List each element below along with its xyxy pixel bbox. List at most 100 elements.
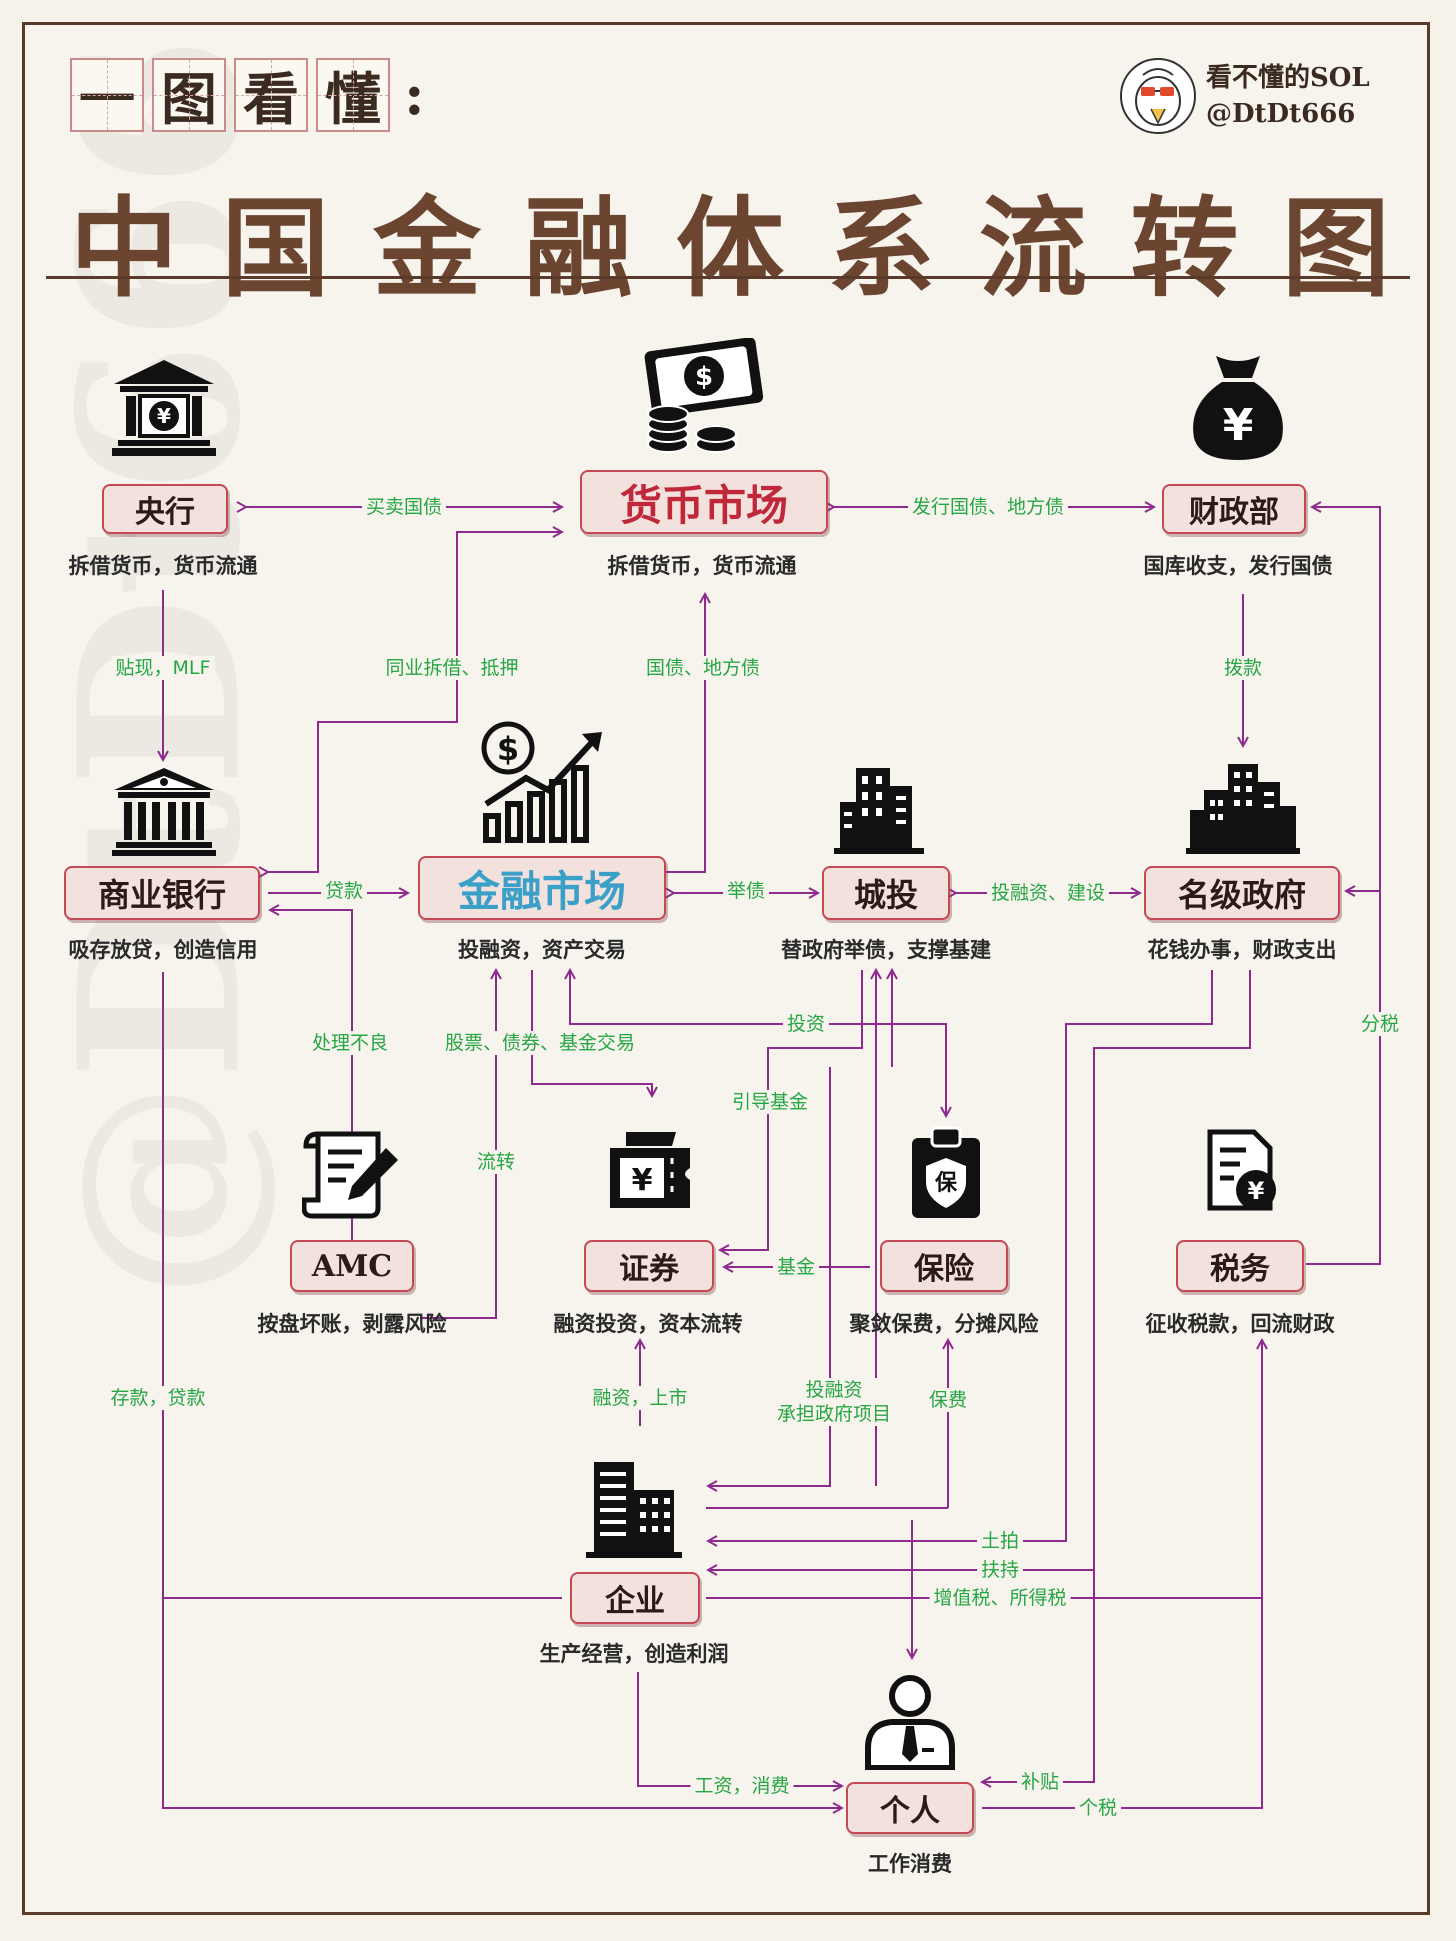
cash-icon: $ — [644, 338, 764, 453]
node-amc-desc: 按盘坏账，剥露风险 — [257, 1312, 447, 1336]
edge-label-gov-ent-land: 土拍 — [976, 1529, 1024, 1553]
bank-building-icon — [112, 768, 216, 856]
edge-label-gov-ind: 补贴 — [1016, 1770, 1064, 1794]
edge-label-bank-ent: 存款，贷款 — [106, 1386, 210, 1410]
svg-text:¥: ¥ — [157, 404, 171, 428]
edge-gov-ent-support — [708, 970, 1251, 1570]
ticket-icon: ¥ — [610, 1132, 690, 1208]
node-tax[interactable]: 税务 — [1176, 1240, 1304, 1292]
edge-ind-tax — [982, 1340, 1263, 1809]
svg-text:$: $ — [695, 362, 713, 392]
edge-label-fm-mm: 国债、地方债 — [641, 656, 765, 680]
title-char: 图 — [1281, 186, 1390, 312]
edge-bank-ind — [162, 1598, 842, 1808]
title-small-colon: : — [404, 62, 425, 128]
title-char: 转 — [1130, 186, 1239, 312]
node-tax-desc: 征收税款，回流财政 — [1145, 1312, 1335, 1336]
node-enterprise[interactable]: 企业 — [570, 1572, 700, 1624]
node-mof-desc: 国库收支，发行国债 — [1143, 554, 1333, 578]
edge-label-lgfv-ent: 投融资 承担政府项目 — [772, 1378, 896, 1426]
node-money-market[interactable]: 货币市场 — [580, 470, 828, 534]
edge-label-gov-ent-support: 扶持 — [976, 1558, 1024, 1582]
building-icon — [834, 768, 924, 854]
edge-label-ent-ind: 工资，消费 — [690, 1774, 794, 1798]
node-insurance[interactable]: 保险 — [880, 1240, 1008, 1292]
node-enterprise-desc: 生产经营，创造利润 — [539, 1642, 729, 1666]
edge-label-cb-mm: 买卖国债 — [361, 495, 447, 519]
edge-label-bank-mm: 同业拆借、抵押 — [381, 656, 523, 680]
edge-label-amc-bank: 处理不良 — [307, 1031, 393, 1055]
node-commercial-bank-desc: 吸存放贷，创造信用 — [68, 938, 258, 962]
author: 看不懂的SOL @DtDt666 — [1120, 58, 1370, 134]
node-financial-market[interactable]: 金融市场 — [418, 856, 666, 920]
edge-label-ind-ins: 保费 — [924, 1388, 972, 1412]
edge-label-cb-bank: 贴现，MLF — [111, 656, 215, 680]
node-local-gov-desc: 花钱办事，财政支出 — [1147, 938, 1337, 962]
node-lgfv[interactable]: 城投 — [822, 866, 950, 920]
edge-label-ind-tax: 个税 — [1074, 1796, 1122, 1820]
node-amc[interactable]: AMC — [290, 1240, 414, 1292]
edge-amc-bank — [270, 910, 353, 1240]
title-small-char: 看 — [234, 58, 308, 133]
title-char: 金 — [372, 186, 481, 312]
svg-text:保: 保 — [934, 1171, 958, 1196]
edge-label-amc-fm: 流转 — [472, 1150, 520, 1174]
edge-label-gov-fund: 引导基金 — [727, 1090, 813, 1114]
node-money-market-desc: 拆借货币，货币流通 — [607, 554, 797, 578]
clipboard-icon: 保 — [912, 1126, 980, 1218]
node-financial-market-desc: 投融资，资产交易 — [458, 938, 626, 962]
title-small-char: 懂 — [316, 58, 390, 133]
tax-doc-icon: ¥ — [1207, 1129, 1276, 1211]
bank-icon: ¥ — [112, 360, 216, 456]
svg-text:¥: ¥ — [1248, 1177, 1265, 1205]
node-individual-desc: 工作消费 — [868, 1852, 952, 1876]
money-bag-icon: ¥ — [1193, 356, 1283, 460]
node-securities[interactable]: 证券 — [584, 1240, 714, 1292]
edge-label-mof-gov: 拨款 — [1219, 656, 1267, 680]
title-divider — [46, 276, 1410, 279]
title-small-char: 一 — [70, 58, 144, 133]
node-securities-desc: 融资投资，资本流转 — [553, 1312, 743, 1336]
author-handle: @DtDt666 — [1206, 99, 1356, 129]
node-central-bank-desc: 拆借货币，货币流通 — [68, 554, 258, 578]
edge-label-ent-sec: 融资，上市 — [588, 1386, 692, 1410]
node-local-gov[interactable]: 名级政府 — [1144, 866, 1340, 920]
edge-amc-fm — [420, 970, 496, 1319]
title-char: 体 — [675, 186, 784, 312]
title-char: 系 — [827, 186, 936, 312]
node-lgfv-desc: 替政府举债，支撑基建 — [781, 938, 991, 962]
edge-label-ent-tax: 增值税、所得税 — [929, 1586, 1071, 1610]
svg-text:¥: ¥ — [632, 1163, 653, 1198]
growth-chart-icon: $ — [481, 721, 602, 843]
node-insurance-desc: 聚敛保费，分摊风险 — [849, 1312, 1039, 1336]
edge-label-tax-mof: 分税 — [1356, 1012, 1404, 1036]
edge-label-lgfv-gov: 投融资、建设 — [986, 881, 1110, 905]
edge-fm-mm — [640, 594, 705, 872]
edge-label-bank-fm: 贷款 — [320, 879, 368, 903]
edge-label-ins-fm: 投资 — [782, 1012, 830, 1036]
title-char: 中 — [70, 186, 179, 312]
office-icon — [586, 1462, 682, 1558]
title-small-char: 图 — [152, 58, 226, 133]
edge-label-fm-sec: 股票、债券、基金交易 — [440, 1031, 640, 1055]
node-individual[interactable]: 个人 — [846, 1782, 974, 1834]
edge-label-fm-lgfv: 举债 — [722, 879, 770, 903]
edge-label-mm-mof: 发行国债、地方债 — [907, 495, 1069, 519]
document-pen-icon — [302, 1131, 398, 1219]
node-central-bank[interactable]: 央行 — [102, 484, 228, 534]
title-small: 一 图 看 懂 : — [70, 58, 425, 133]
node-mof[interactable]: 财政部 — [1162, 484, 1306, 534]
node-commercial-bank[interactable]: 商业银行 — [64, 866, 260, 920]
page-title: 中 国 金 融 体 系 流 转 图 — [70, 162, 1390, 318]
avatar — [1120, 58, 1196, 134]
city-icon — [1186, 764, 1300, 854]
frame — [22, 22, 1430, 1915]
author-name: 看不懂的SOL — [1206, 63, 1370, 93]
edge-bank-mm — [268, 532, 562, 872]
edge-fund-sec — [720, 970, 863, 1250]
title-char: 国 — [221, 186, 330, 312]
svg-text:$: $ — [497, 730, 519, 768]
title-char: 流 — [978, 186, 1087, 312]
edge-gov-ent-land — [708, 970, 1213, 1541]
